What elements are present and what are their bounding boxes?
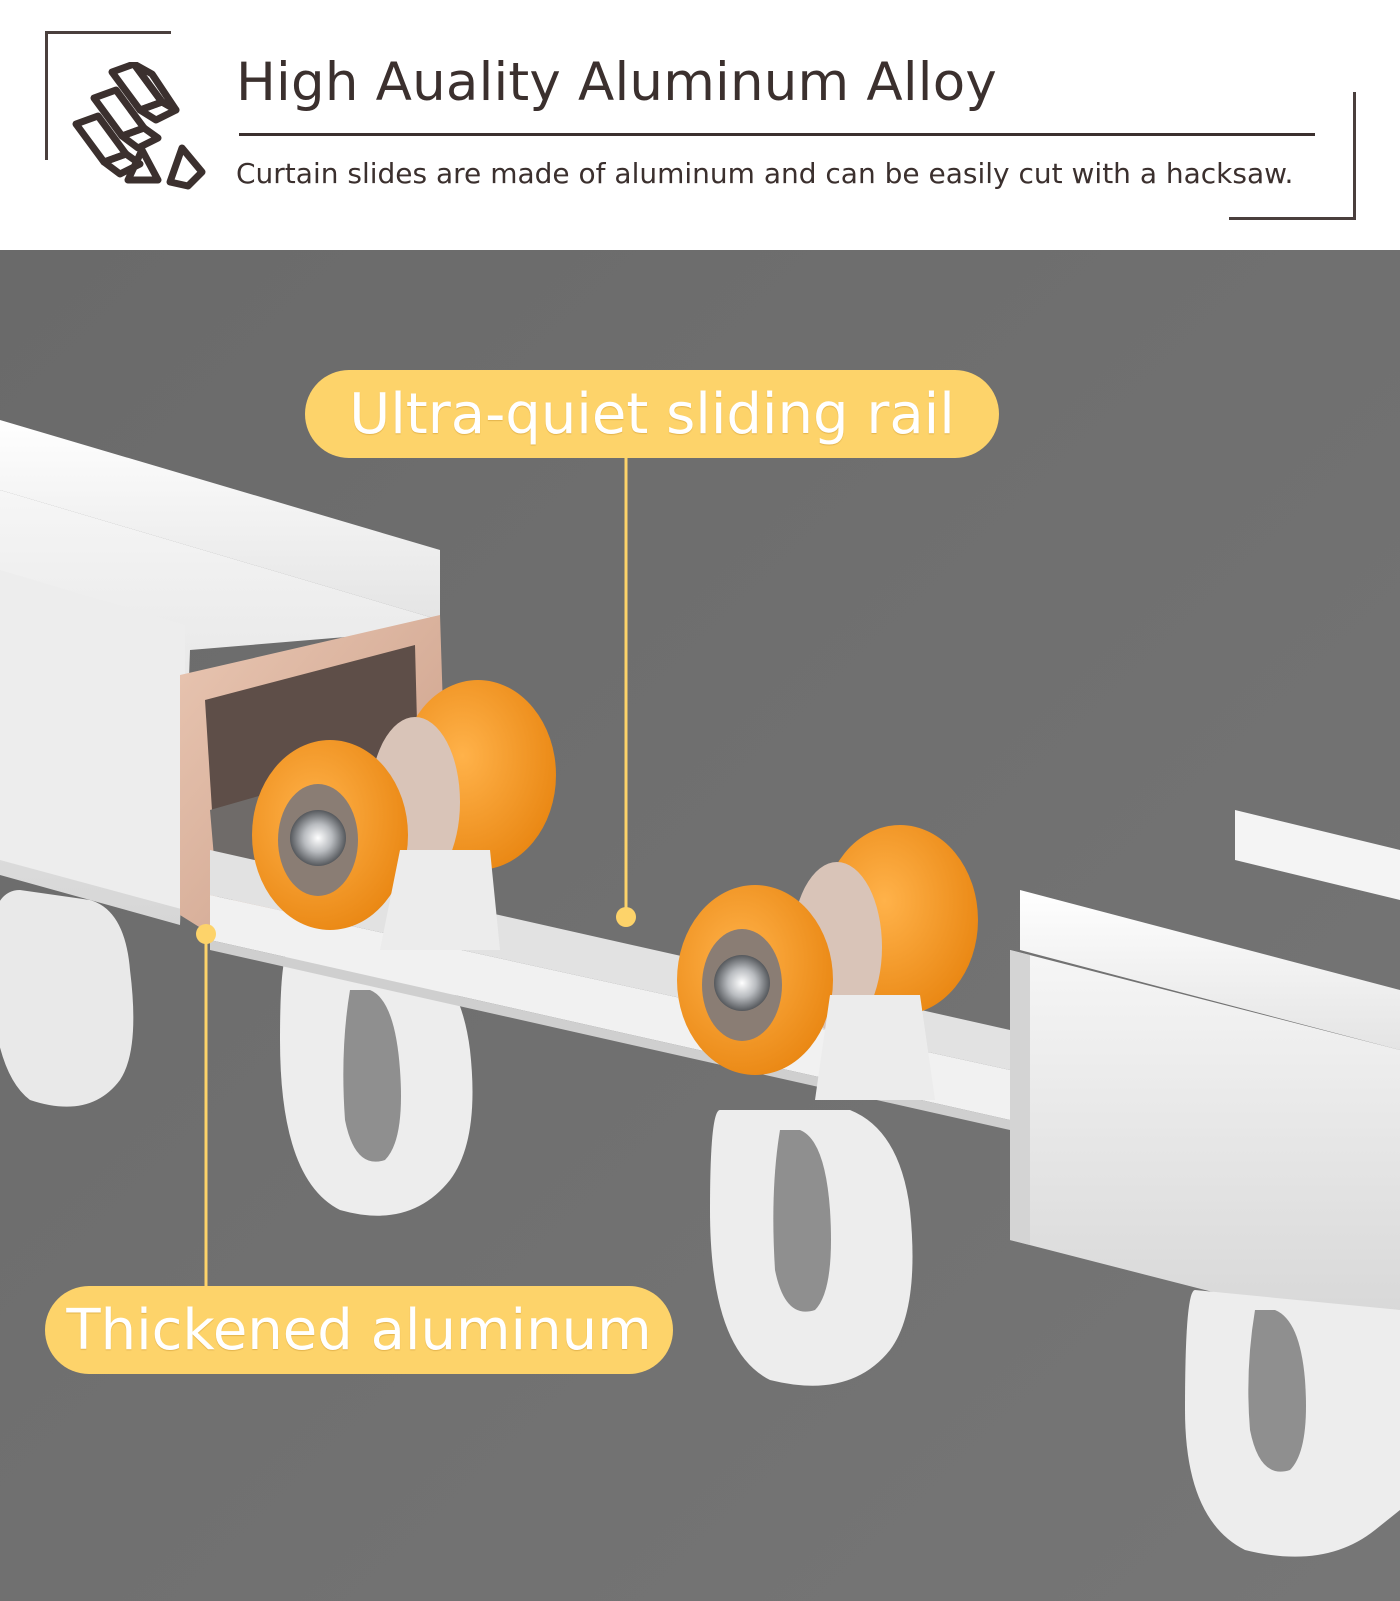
frame-corner-bottom-right-vertical xyxy=(1353,92,1356,220)
sliding-rail-callout: Ultra-quiet sliding rail xyxy=(305,370,999,458)
page-subtitle: Curtain slides are made of aluminum and … xyxy=(236,157,1294,190)
thickened-aluminum-callout: Thickened aluminum xyxy=(45,1286,673,1374)
frame-corner-top-left-vertical xyxy=(45,31,48,160)
title-divider xyxy=(239,133,1315,136)
curtain-track-illustration xyxy=(0,250,1400,1601)
frame-corner-bottom-right xyxy=(1229,217,1356,220)
page-title: High Auality Aluminum Alloy xyxy=(236,52,997,113)
header-banner: High Auality Aluminum Alloy Curtain slid… xyxy=(0,0,1400,250)
aluminum-ingots-icon xyxy=(72,62,206,190)
product-photo: Ultra-quiet sliding rail Thickened alumi… xyxy=(0,250,1400,1601)
frame-corner-top-left xyxy=(45,31,171,34)
